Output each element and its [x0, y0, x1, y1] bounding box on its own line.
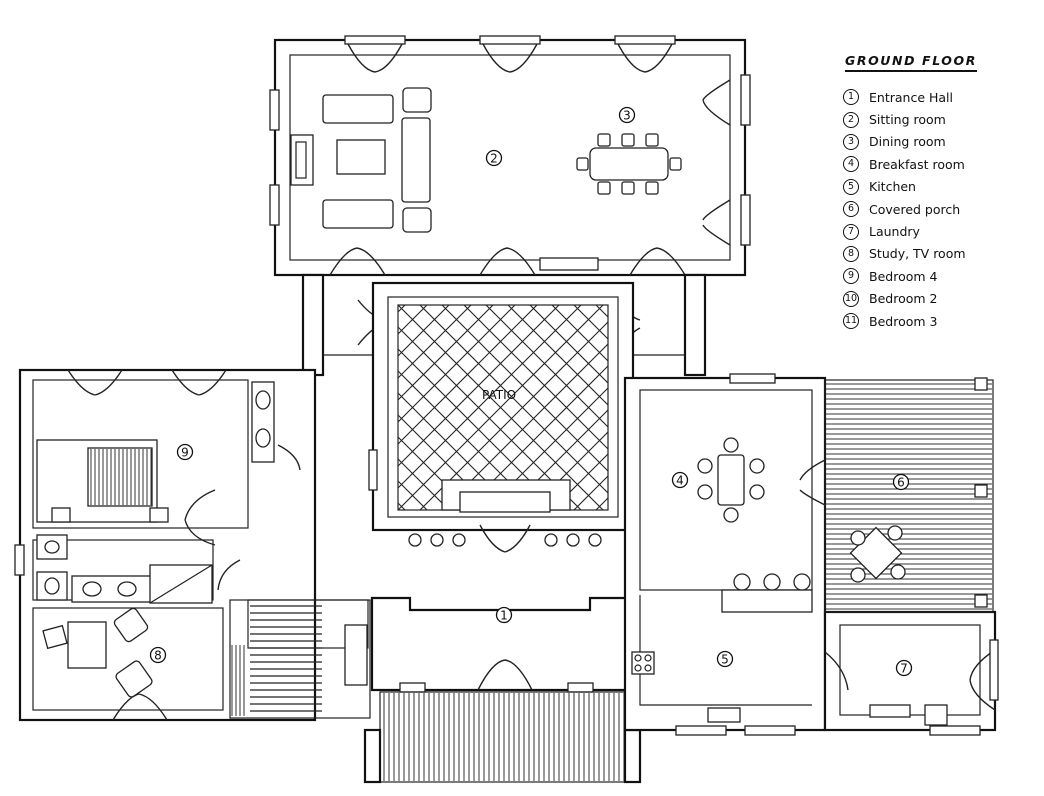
room-marker-laundry: 7: [895, 659, 913, 677]
legend-number-icon: 6: [843, 201, 859, 218]
hatch-line: [398, 305, 472, 379]
legend-item: 5 Kitchen: [843, 176, 1033, 198]
link-corridors: [301, 273, 707, 377]
legend-item: 8 Study, TV room: [843, 243, 1033, 265]
east-wing: [623, 373, 999, 736]
hatch-line: [441, 343, 608, 510]
hatch-line: [529, 431, 608, 510]
room-marker-dining-room: 3: [618, 106, 636, 124]
legend-item: 11 Bedroom 3: [843, 310, 1033, 332]
legend-label: Laundry: [869, 224, 920, 240]
legend-label: Bedroom 3: [869, 313, 938, 329]
legend-number-icon: 1: [843, 89, 859, 106]
room-marker-bedroom4: 9: [176, 443, 194, 461]
legend-item: 7 Laundry: [843, 220, 1033, 242]
legend-item: 1 Entrance Hall: [843, 86, 1033, 108]
legend-label: Kitchen: [869, 179, 916, 195]
legend-number-icon: 11: [843, 313, 859, 330]
legend-number-icon: 7: [843, 223, 859, 240]
hatch-line: [507, 409, 608, 510]
legend-label: Bedroom 2: [869, 291, 938, 307]
west-wing: [14, 368, 317, 722]
hatch-line: [551, 305, 608, 362]
hatch-line: [398, 305, 560, 467]
legend-label: Sitting room: [869, 112, 946, 128]
svg-text:6: 6: [897, 476, 905, 490]
legend-label: Covered porch: [869, 201, 961, 217]
room-marker-sitting-room: 2: [485, 149, 503, 167]
hatch-line: [529, 305, 608, 384]
patio: PATIO: [368, 281, 638, 553]
legend-item: 2 Sitting room: [843, 108, 1033, 130]
hatch-line: [419, 321, 608, 510]
svg-text:7: 7: [900, 662, 908, 676]
svg-text:2: 2: [490, 152, 498, 166]
svg-text:4: 4: [676, 474, 684, 488]
legend: GROUND FLOOR 1 Entrance Hall 2 Sitting roo…: [843, 50, 1033, 332]
svg-text:9: 9: [181, 446, 189, 460]
legend-item: 3 Dining room: [843, 131, 1033, 153]
legend-label: Bedroom 4: [869, 268, 938, 284]
sitting-dining-block: [269, 35, 751, 277]
legend-number-icon: 2: [843, 111, 859, 128]
legend-list: 1 Entrance Hall 2 Sitting room 3 Dining roo…: [843, 86, 1033, 332]
legend-number-icon: 9: [843, 268, 859, 285]
svg-text:5: 5: [721, 653, 729, 667]
entrance-hall-room: [344, 557, 656, 693]
legend-item: 10 Bedroom 2: [843, 288, 1033, 310]
legend-label: Breakfast room: [869, 156, 965, 172]
room-marker-covered-porch: 6: [892, 473, 910, 491]
legend-number-icon: 10: [843, 290, 859, 307]
svg-text:1: 1: [500, 609, 508, 623]
legend-label: Entrance Hall: [869, 89, 953, 105]
hatch-line: [551, 453, 608, 510]
legend-number-icon: 8: [843, 245, 859, 262]
hatch-line: [398, 305, 538, 445]
legend-label: Study, TV room: [869, 246, 966, 262]
hatch-line: [398, 305, 582, 489]
legend-number-icon: 3: [843, 133, 859, 150]
svg-text:8: 8: [154, 649, 162, 663]
hatch-line: [463, 365, 608, 510]
hatch-line: [398, 414, 494, 510]
hatch-line: [398, 305, 516, 423]
hatch-line: [398, 458, 450, 510]
legend-number-icon: 5: [843, 178, 859, 195]
legend-number-icon: 4: [843, 156, 859, 173]
front-porch: [363, 691, 642, 784]
stair-hall: [229, 599, 371, 719]
room-marker-breakfast-room: 4: [671, 471, 689, 489]
legend-title: GROUND FLOOR: [845, 53, 977, 72]
hatch-line: [485, 387, 608, 510]
hatch-line: [398, 436, 472, 510]
room-marker-entrance-hall: 1: [495, 606, 513, 624]
hatch-line: [398, 305, 494, 401]
legend-item: 9 Bedroom 4: [843, 265, 1033, 287]
hatch-line: [507, 305, 608, 406]
room-marker-study: 8: [149, 646, 167, 664]
legend-item: 6 Covered porch: [843, 198, 1033, 220]
hatch-line: [398, 305, 450, 357]
hatch-line: [398, 305, 604, 510]
patio-label: PATIO: [482, 388, 516, 402]
svg-text:3: 3: [623, 109, 631, 123]
room-marker-kitchen: 5: [716, 650, 734, 668]
legend-label: Dining room: [869, 134, 946, 150]
legend-item: 4 Breakfast room: [843, 153, 1033, 175]
